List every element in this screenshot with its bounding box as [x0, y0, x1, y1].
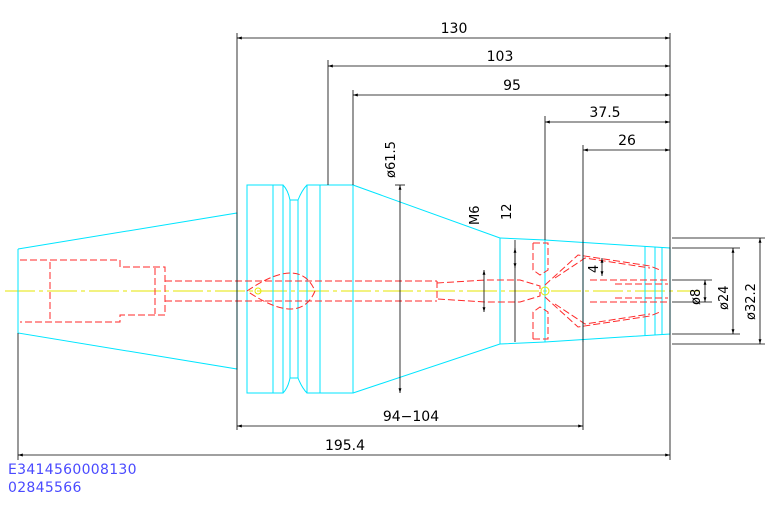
dim-12: 12	[500, 203, 515, 220]
dim-94-104: 94−104	[383, 409, 439, 425]
dimension-lines	[17, 33, 765, 460]
center-marks	[254, 286, 550, 296]
hidden-lines	[20, 242, 668, 340]
dimension-texts: 130 103 95 37.5 26 94−104 195.4 ø61.5 M6…	[325, 21, 759, 454]
dim-4: 4	[587, 265, 602, 273]
dim-26: 26	[618, 133, 636, 149]
dim-dia-61-5: ø61.5	[384, 141, 399, 178]
dim-dia-8: ø8	[689, 289, 704, 305]
dim-m6: M6	[468, 206, 483, 226]
holder-outline	[17, 184, 671, 394]
dim-130: 130	[441, 21, 468, 37]
part-code-secondary: 02845566	[8, 480, 82, 496]
dim-103: 103	[487, 49, 514, 65]
part-code-primary: E3414560008130	[8, 462, 137, 478]
dim-95: 95	[503, 78, 521, 94]
dim-195-4: 195.4	[325, 438, 365, 454]
dim-37-5: 37.5	[589, 105, 620, 121]
dim-dia-32-2: ø32.2	[744, 283, 759, 320]
dim-dia-24: ø24	[717, 286, 732, 311]
